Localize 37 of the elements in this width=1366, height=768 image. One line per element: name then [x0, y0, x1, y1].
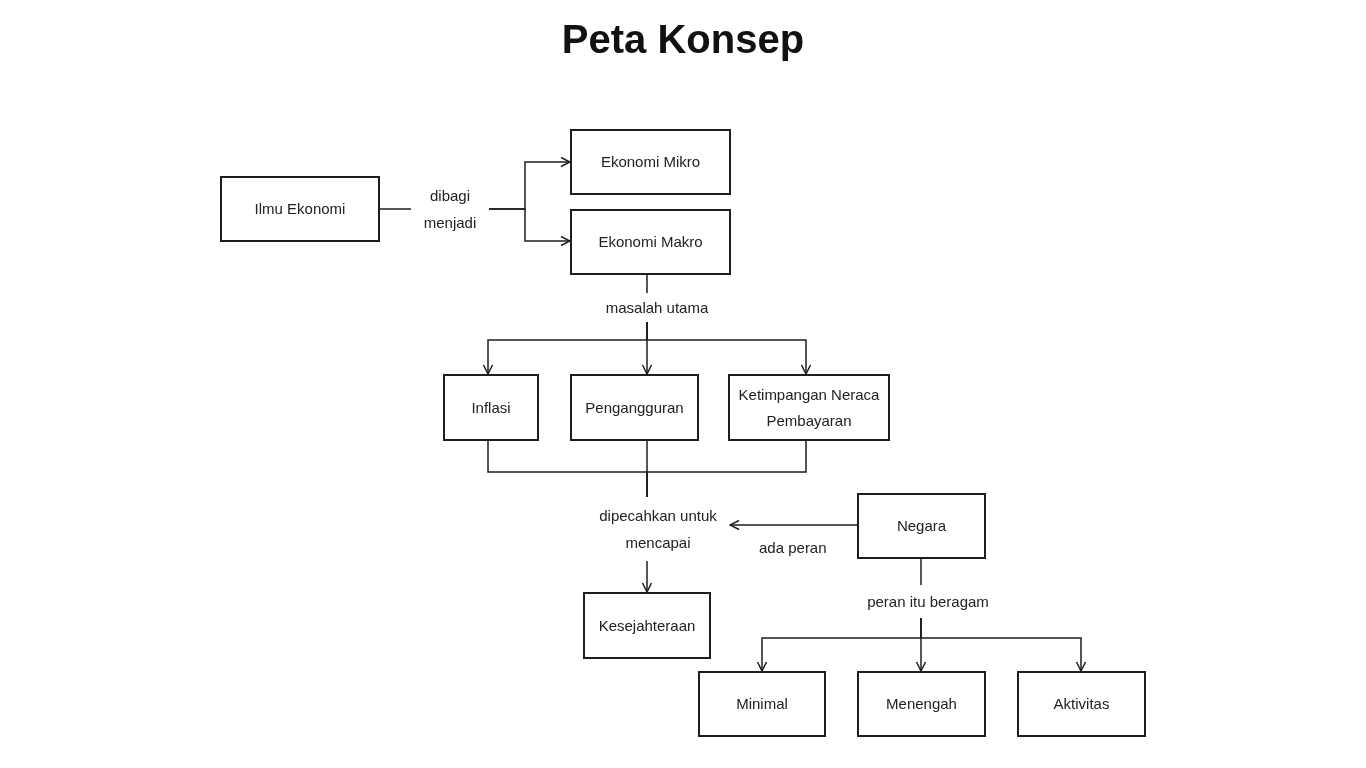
concept-box	[220, 176, 380, 242]
connector-line	[379, 208, 412, 210]
concept-box	[570, 129, 731, 195]
concept-box	[1017, 671, 1146, 737]
concept-label: Ekonomi Makro	[598, 232, 703, 252]
connector-line	[920, 558, 922, 586]
concept-box	[583, 592, 711, 659]
arrow	[646, 321, 812, 375]
arrow	[920, 617, 1087, 672]
connector-line	[646, 440, 807, 498]
concept-label: Pengangguran	[585, 397, 684, 418]
linking-phrase: masalah utama	[605, 298, 709, 318]
concept-box	[728, 374, 890, 441]
linking-phrase: dipecahkan untuk mencapai	[598, 506, 718, 553]
concept-box	[443, 374, 539, 441]
linking-phrase: peran itu beragam	[867, 592, 989, 612]
linking-phrase: dibagi menjadi	[422, 186, 478, 233]
arrow	[729, 519, 858, 531]
concept-label: Ketimpangan Neraca Pembayaran	[737, 384, 881, 431]
connector-line	[646, 274, 648, 294]
concept-label: Ilmu Ekonomi	[254, 199, 346, 219]
concept-label: Menengah	[886, 694, 957, 714]
diagram-title: Peta Konsep	[561, 16, 805, 62]
concept-label: Negara	[896, 516, 947, 536]
concept-label: Minimal	[736, 694, 788, 714]
concept-box	[857, 671, 986, 737]
concept-label: Inflasi	[471, 397, 511, 418]
concept-label: Ekonomi Mikro	[600, 152, 701, 172]
concept-label: Kesejahteraan	[598, 615, 696, 636]
concept-box	[570, 209, 731, 275]
arrow	[488, 208, 571, 247]
concept-label: Aktivitas	[1053, 694, 1110, 714]
concept-box	[570, 374, 699, 441]
edge-label: ada peran	[758, 539, 828, 557]
concept-box	[857, 493, 986, 559]
concept-box	[698, 671, 826, 737]
arrow	[641, 560, 653, 593]
